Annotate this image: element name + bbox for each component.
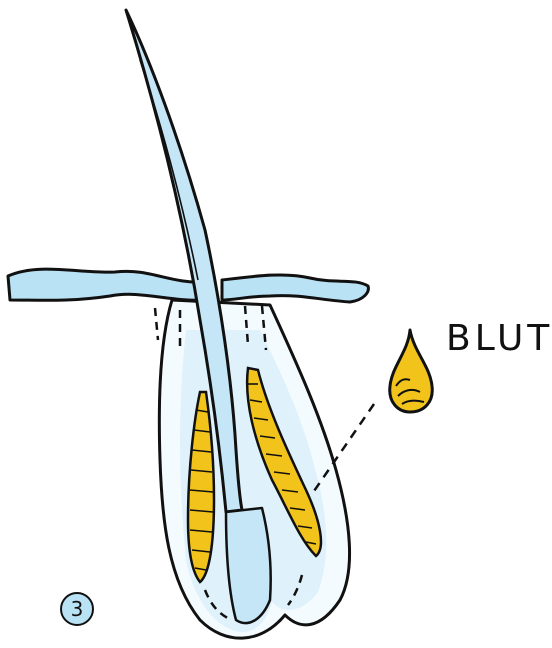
follicle-dashed-line: [155, 308, 158, 340]
blood-label: BLUT: [446, 318, 552, 359]
blood-drop-icon: [390, 330, 433, 412]
skin-surface-band: [8, 269, 205, 300]
panel-number-badge: 3: [60, 592, 94, 626]
skin-surface-band-right: [222, 275, 368, 302]
hair-root-bulb: [226, 508, 271, 623]
